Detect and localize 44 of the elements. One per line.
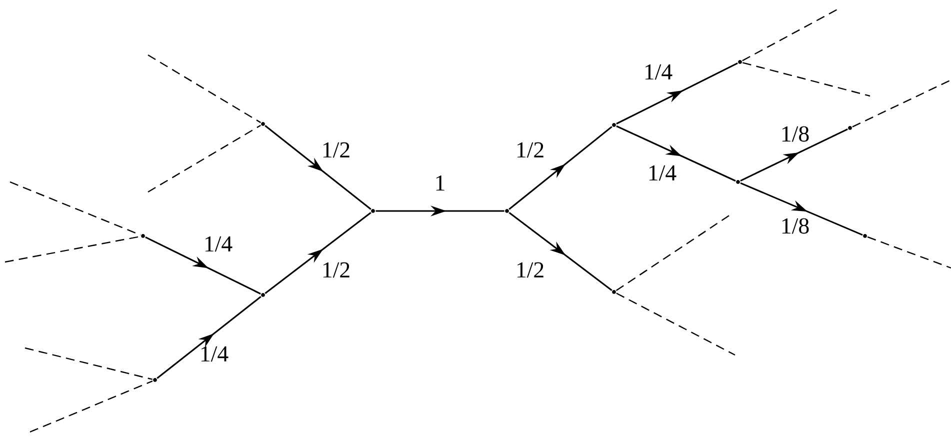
edge-label: 1/2 bbox=[517, 142, 544, 158]
arrow bbox=[508, 212, 612, 291]
junction-point bbox=[863, 234, 867, 238]
edge-label: 1/4 bbox=[205, 236, 232, 252]
dashed-line bbox=[616, 214, 730, 291]
edge-label: 1/2 bbox=[517, 262, 544, 278]
edge-label: 1/4 bbox=[645, 64, 672, 80]
edge-label: 1 bbox=[436, 175, 444, 191]
junction-point bbox=[261, 122, 265, 126]
edge-label: 1/8 bbox=[782, 126, 809, 142]
junction-point bbox=[736, 180, 740, 184]
arrow bbox=[616, 62, 738, 124]
arrow bbox=[264, 212, 372, 294]
junction-point bbox=[738, 60, 742, 64]
edge-label: 1/8 bbox=[782, 218, 809, 234]
arrow bbox=[616, 125, 736, 182]
dashed-line bbox=[616, 292, 736, 356]
junction-point bbox=[612, 290, 616, 294]
dashed-line bbox=[867, 236, 951, 269]
edge-label: 1/2 bbox=[323, 262, 350, 278]
edge-label: 1/4 bbox=[201, 346, 228, 362]
junction-point bbox=[141, 234, 145, 238]
junction-point bbox=[848, 126, 852, 130]
dashed-line bbox=[148, 124, 261, 193]
arrow bbox=[156, 296, 262, 379]
arrow bbox=[145, 236, 261, 294]
junction-point bbox=[505, 209, 509, 213]
dashed-line bbox=[852, 79, 951, 128]
dashed-line bbox=[30, 380, 153, 433]
edge-label: 1/4 bbox=[649, 165, 676, 181]
junction-point bbox=[612, 123, 616, 127]
junction-point bbox=[261, 293, 265, 297]
arrow bbox=[740, 128, 848, 182]
arrow bbox=[264, 125, 372, 210]
dashed-line bbox=[148, 54, 261, 124]
edge-label: 1/2 bbox=[323, 142, 350, 158]
arrow bbox=[508, 126, 612, 210]
dashed-line bbox=[10, 181, 141, 236]
junction-point bbox=[371, 209, 375, 213]
junction-point bbox=[153, 378, 157, 382]
dashed-line bbox=[4, 236, 140, 263]
dashed-line bbox=[24, 347, 152, 380]
dashed-line bbox=[742, 62, 870, 97]
arrow bbox=[740, 182, 863, 236]
